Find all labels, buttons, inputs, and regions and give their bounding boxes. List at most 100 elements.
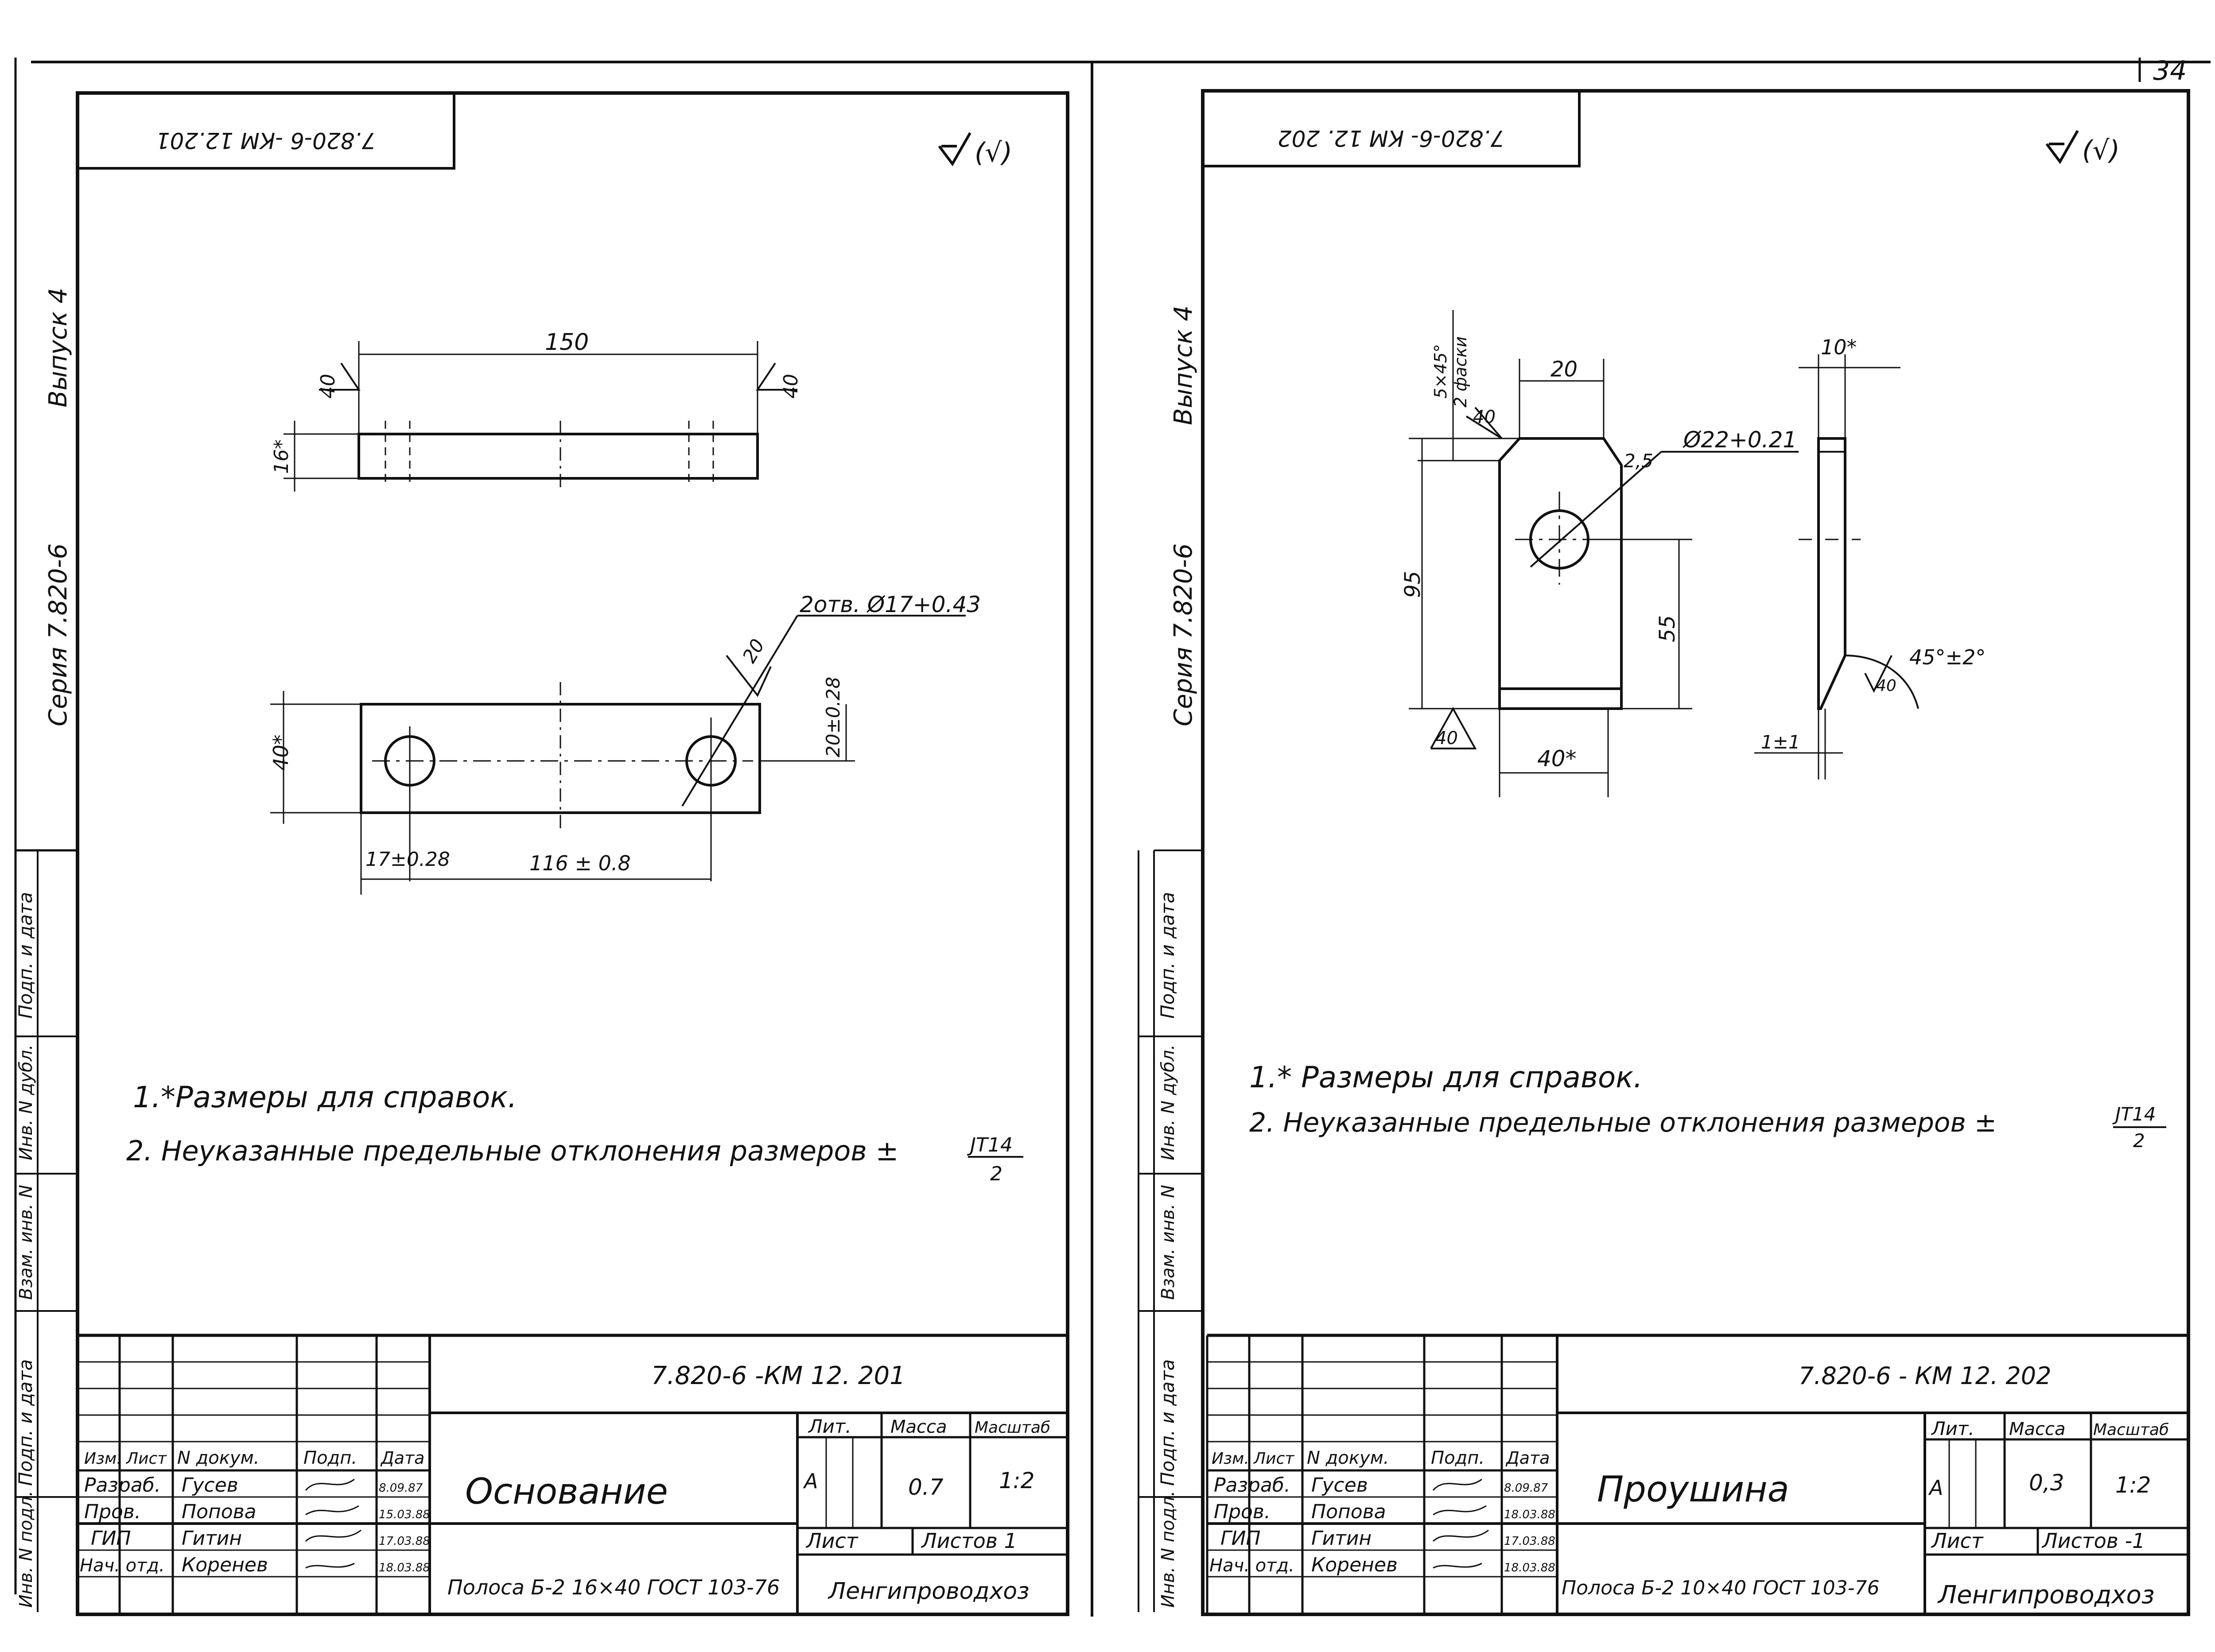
- r-roughness-mark: (√): [2082, 135, 2120, 166]
- r-tb-name-3: Гитин: [1311, 1527, 1372, 1550]
- side-stamp-3: Взам. инв. N: [16, 1185, 36, 1300]
- dim-thickness: 16*: [270, 439, 293, 474]
- r-side-stamp-2: Инв. N дубл.: [1158, 1044, 1178, 1160]
- dim-spacing: 116 ± 0.8: [529, 851, 631, 875]
- r-note-frac-den: 2: [2133, 1130, 2145, 1152]
- tb-sheet: Лист: [805, 1529, 859, 1553]
- r-note-2: 2. Неуказанные предельные отклонения раз…: [1249, 1107, 1997, 1138]
- r-tb-scale-h: Масштаб: [2093, 1421, 2169, 1439]
- r-tb-mass: 0,3: [2029, 1470, 2064, 1496]
- tb-code: 7.820-6 -КМ 12. 201: [651, 1361, 905, 1390]
- dim-rough-right: 40: [780, 374, 802, 399]
- note-frac-num: JT14: [967, 1134, 1013, 1156]
- tb-name-3: Гитин: [182, 1527, 242, 1550]
- r-tb-name-2: Попова: [1311, 1501, 1386, 1523]
- r-tb-material: Полоса Б-2 10×40 ГОСТ 103-76: [1562, 1577, 1880, 1599]
- tb-date-3: 17.03.88: [379, 1535, 430, 1548]
- tb-date-4: 18.03.88: [379, 1561, 430, 1574]
- note-2: 2. Неуказанные предельные отклонения раз…: [126, 1135, 898, 1167]
- r-tb-sheets: Листов -1: [2041, 1529, 2145, 1553]
- tb-role-2: Пров.: [84, 1501, 141, 1523]
- dim-thick-r: 10*: [1821, 335, 1857, 359]
- r-note-frac-num: JT14: [2112, 1103, 2156, 1125]
- dim-chamfer: 5×45°: [1431, 344, 1450, 399]
- tb-role-4: Нач. отд.: [80, 1555, 165, 1576]
- tb-name-2: Попова: [182, 1501, 256, 1523]
- r-tb-h-izm: Изм.: [1212, 1450, 1249, 1468]
- r-side-series: Серия 7.820-6: [1169, 543, 1198, 726]
- dim-length: 150: [545, 329, 589, 356]
- r-tb-part-name: Проушина: [1597, 1469, 1789, 1510]
- r-side-stamp-5: Инв. N подл.: [1158, 1491, 1178, 1608]
- r-tb-code: 7.820-6 - КМ 12. 202: [1799, 1362, 2051, 1390]
- tb-name-1: Гусев: [182, 1474, 238, 1497]
- tb-sheets: Листов 1: [921, 1529, 1017, 1553]
- tb-h-doc: N докум.: [177, 1448, 260, 1468]
- dim-center: 55: [1655, 615, 1680, 642]
- tb-name-4: Коренев: [182, 1554, 268, 1576]
- tb-role-3: ГИП: [91, 1527, 131, 1550]
- r-tb-lit-h: Лит.: [1931, 1418, 1974, 1439]
- dim-hole: Ø22+0.21: [1683, 427, 1797, 453]
- r-tb-role-1: Разраб.: [1214, 1474, 1290, 1497]
- dim-rough-left: 40: [317, 374, 339, 399]
- tb-h-date: Дата: [380, 1448, 424, 1468]
- r-tb-lit: А: [1928, 1476, 1943, 1500]
- r-side-stamp-1: Подп. и дата: [1157, 892, 1178, 1019]
- dim-r40: 40: [1473, 407, 1496, 427]
- tb-lit-h: Лит.: [808, 1415, 851, 1437]
- r-tb-date-1: 8.09.87: [1504, 1481, 1548, 1495]
- dim-r25: 2,5: [1624, 450, 1653, 472]
- tb-role-1: Разраб.: [84, 1474, 161, 1497]
- tb-h-sign: Подп.: [303, 1448, 357, 1468]
- tb-scale-h: Масштаб: [975, 1419, 1050, 1437]
- side-stamp-4: Подп. и дата: [15, 1359, 36, 1486]
- r-tb-name-1: Гусев: [1311, 1474, 1368, 1497]
- r-tb-h-list: Лист: [1253, 1450, 1294, 1468]
- side-stamp-1: Подп. и дата: [15, 892, 36, 1019]
- page-number: 34: [2153, 55, 2187, 86]
- dim-width-r: 40*: [1537, 746, 1577, 772]
- r-tb-scale: 1:2: [2115, 1472, 2151, 1498]
- tb-date-1: 8.09.87: [379, 1481, 423, 1495]
- r-tb-date-3: 17.03.88: [1504, 1535, 1555, 1548]
- r-tb-role-4: Нач. отд.: [1209, 1555, 1294, 1576]
- dim-angle-rough: 40: [1876, 677, 1896, 695]
- tb-part-name: Основание: [465, 1471, 668, 1512]
- side-series: Серия 7.820-6: [44, 543, 73, 726]
- right-sheet: Подп. и дата Инв. N дубл. Взам. инв. N П…: [1138, 89, 2190, 1616]
- r-tb-date-4: 18.03.88: [1504, 1561, 1555, 1574]
- dim-edge: 1±1: [1761, 731, 1800, 753]
- r-note-1: 1.* Размеры для справок.: [1249, 1060, 1643, 1094]
- dim-width: 40*: [269, 734, 293, 771]
- dim-chamfer2: 2 фаски: [1451, 336, 1470, 407]
- tb-h-list: Лист: [125, 1450, 167, 1468]
- note-frac-den: 2: [990, 1163, 1003, 1185]
- tb-h-izm: Изм.: [84, 1450, 122, 1468]
- r-upside-down-stamp: 7.820-6- КМ 12. 202: [1278, 125, 1504, 151]
- tb-lit: А: [803, 1469, 818, 1493]
- r-tb-name-4: Коренев: [1311, 1554, 1398, 1576]
- side-stamp-2: Инв. N дубл.: [16, 1044, 36, 1160]
- r-tb-sheet: Лист: [1931, 1529, 1984, 1553]
- r-tb-role-3: ГИП: [1220, 1527, 1261, 1550]
- r-tb-h-doc: N докум.: [1307, 1448, 1389, 1468]
- side-stamp-5: Инв. N подл.: [16, 1491, 36, 1608]
- r-tb-date-2: 18.03.88: [1504, 1508, 1555, 1521]
- r-tb-h-date: Дата: [1505, 1448, 1550, 1468]
- r-tb-org: Ленгипроводхоз: [1937, 1581, 2155, 1609]
- upside-down-stamp: 7.820-6 -КМ 12.201: [156, 128, 376, 153]
- tb-org: Ленгипроводхоз: [828, 1578, 1030, 1605]
- tb-scale: 1:2: [999, 1468, 1034, 1493]
- r-tb-h-sign: Подп.: [1431, 1448, 1484, 1468]
- note-1: 1.*Размеры для справок.: [133, 1080, 517, 1114]
- dim-offset-x: 17±0.28: [365, 848, 450, 871]
- dim-top-width: 20: [1550, 357, 1578, 382]
- tb-material: Полоса Б-2 16×40 ГОСТ 103-76: [447, 1575, 780, 1599]
- dim-angle: 45°±2°: [1909, 645, 1986, 669]
- r-tb-role-2: Пров.: [1214, 1501, 1271, 1523]
- tb-mass: 0.7: [908, 1474, 944, 1500]
- side-issue: Выпуск 4: [44, 288, 73, 407]
- dim-hole-rough: 20: [738, 635, 769, 667]
